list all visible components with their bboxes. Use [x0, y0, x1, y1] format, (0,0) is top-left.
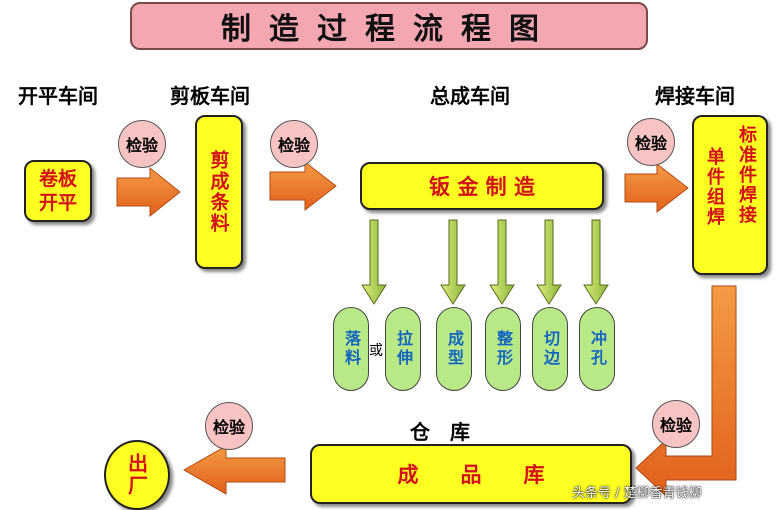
down-arrow-2: [440, 219, 466, 305]
process-trimming: 切边: [532, 307, 568, 391]
arrow-1: [116, 166, 181, 218]
process-drawing: 拉伸: [385, 307, 421, 391]
arrow-3: [624, 162, 689, 214]
weld-standard-label: 标准件焊接: [736, 125, 757, 225]
process-forming: 成型: [436, 307, 472, 391]
diagram-title: 制造过程流程图: [130, 2, 648, 50]
inspection-3: 检验: [627, 118, 675, 166]
inspection-1: 检验: [118, 120, 166, 168]
down-arrow-1: [361, 219, 387, 305]
section-welding: 焊接车间: [655, 84, 735, 108]
inspection-2: 检验: [270, 120, 318, 168]
box-uncoil: 卷板开平: [24, 160, 92, 222]
section-shearing: 剪板车间: [170, 84, 250, 108]
process-shaping: 整形: [485, 307, 521, 391]
down-arrow-4: [536, 219, 562, 305]
box-shear-cut: 剪成条料: [195, 115, 243, 269]
weld-single-label: 单件组焊: [704, 147, 725, 227]
section-uncoiling: 开平车间: [18, 84, 98, 108]
watermark: 头条号 / 楚柳香青钱柳: [572, 486, 702, 501]
box-exit: 出厂: [104, 440, 170, 510]
arrow-to-exit: [182, 445, 286, 495]
section-warehouse: 仓 库: [410, 420, 470, 444]
down-arrow-3: [489, 219, 515, 305]
arrow-2: [269, 160, 337, 212]
process-punching: 冲孔: [579, 307, 615, 391]
box-finished-goods: 成 品 库: [310, 444, 632, 504]
inspection-5: 检验: [205, 402, 253, 450]
inspection-4: 检验: [652, 400, 700, 448]
or-label: 或: [369, 343, 383, 359]
down-arrow-5: [583, 219, 609, 305]
box-sheet-metal: 钣 金 制 造: [360, 162, 604, 210]
box-welding: 标准件焊接 单件组焊: [692, 115, 768, 275]
process-blanking: 落料: [333, 307, 369, 391]
section-assembly: 总成车间: [430, 84, 510, 108]
process-down-arrows: [361, 219, 609, 305]
arrow-weld-to-warehouse: [635, 285, 737, 498]
